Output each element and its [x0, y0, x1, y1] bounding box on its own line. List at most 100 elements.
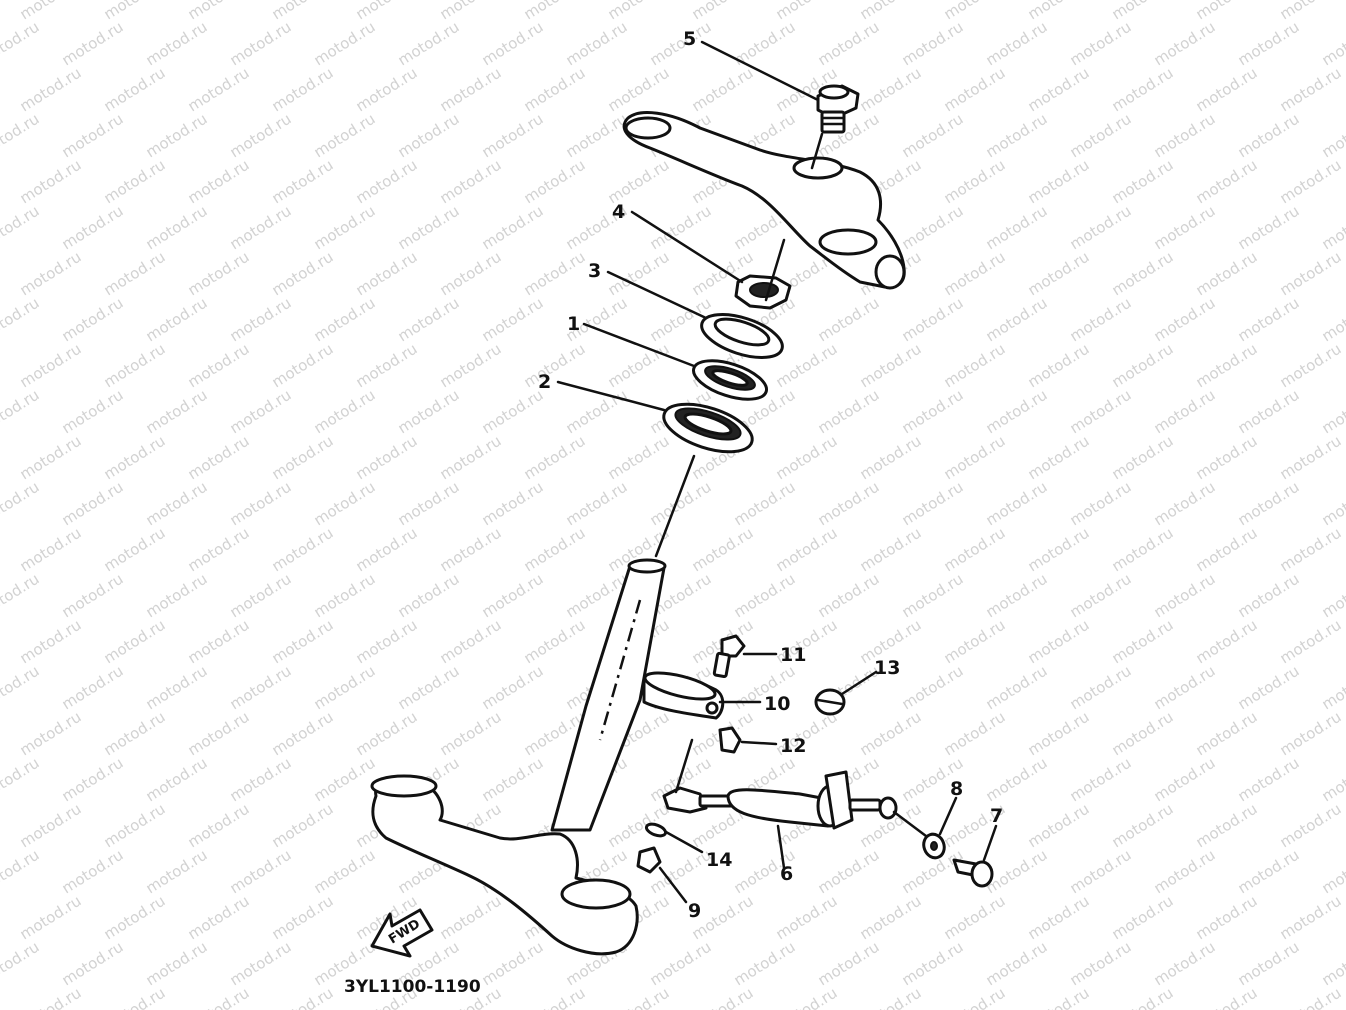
- watermark-text: motod.ru: [1151, 18, 1219, 70]
- watermark-text: motod.ru: [0, 754, 42, 806]
- watermark-text: motod.ru: [101, 0, 169, 23]
- watermark-text: motod.ru: [857, 64, 925, 116]
- watermark-text: motod.ru: [941, 248, 1009, 300]
- watermark-text: motod.ru: [1151, 294, 1219, 346]
- watermark-text: motod.ru: [479, 570, 547, 622]
- watermark-text: motod.ru: [479, 386, 547, 438]
- watermark-text: motod.ru: [1025, 984, 1093, 1010]
- watermark-text: motod.ru: [227, 202, 295, 254]
- watermark-text: motod.ru: [311, 110, 379, 162]
- forward-arrow-icon: FWD: [370, 908, 434, 958]
- watermark-text: motod.ru: [731, 938, 799, 990]
- diagram-code: 3YL1100-1190: [344, 977, 481, 997]
- watermark-text: motod.ru: [59, 846, 127, 898]
- watermark-text: motod.ru: [983, 662, 1051, 714]
- watermark-text: motod.ru: [269, 340, 337, 392]
- watermark-text: motod.ru: [1235, 754, 1303, 806]
- watermark-text: motod.ru: [941, 0, 1009, 23]
- watermark-text: motod.ru: [1319, 662, 1346, 714]
- watermark-text: motod.ru: [899, 110, 967, 162]
- watermark-text: motod.ru: [185, 64, 253, 116]
- watermark-text: motod.ru: [1067, 754, 1135, 806]
- bearing-cover: [700, 313, 784, 359]
- watermark-text: motod.ru: [59, 202, 127, 254]
- watermark-text: motod.ru: [395, 662, 463, 714]
- callout-10: 10: [764, 693, 790, 715]
- watermark-text: motod.ru: [437, 340, 505, 392]
- watermark-text: motod.ru: [731, 570, 799, 622]
- watermark-text: motod.ru: [899, 938, 967, 990]
- watermark-text: motod.ru: [185, 156, 253, 208]
- watermark-text: motod.ru: [0, 478, 42, 530]
- watermark-text: motod.ru: [227, 18, 295, 70]
- watermark-text: motod.ru: [899, 570, 967, 622]
- watermark-text: motod.ru: [479, 478, 547, 530]
- callout-2: 2: [538, 371, 551, 393]
- watermark-text: motod.ru: [983, 202, 1051, 254]
- watermark-text: motod.ru: [1235, 18, 1303, 70]
- watermark-text: motod.ru: [1277, 616, 1345, 668]
- watermark-text: motod.ru: [17, 800, 85, 852]
- watermark-text: motod.ru: [1319, 202, 1346, 254]
- watermark-text: motod.ru: [1319, 570, 1346, 622]
- watermark-text: motod.ru: [1277, 800, 1345, 852]
- callout-6: 6: [780, 863, 793, 885]
- watermark-text: motod.ru: [1025, 64, 1093, 116]
- watermark-text: motod.ru: [269, 616, 337, 668]
- watermark-text: motod.ru: [1235, 938, 1303, 990]
- watermark-text: motod.ru: [143, 938, 211, 990]
- watermark-text: motod.ru: [395, 18, 463, 70]
- watermark-text: motod.ru: [1277, 984, 1345, 1010]
- watermark-text: motod.ru: [311, 570, 379, 622]
- steering-damper: [662, 770, 898, 830]
- watermark-text: motod.ru: [1025, 432, 1093, 484]
- watermark-text: motod.ru: [1025, 708, 1093, 760]
- watermark-text: motod.ru: [0, 570, 42, 622]
- watermark-text: motod.ru: [899, 478, 967, 530]
- watermark-text: motod.ru: [1277, 524, 1345, 576]
- callout-5: 5: [683, 28, 696, 50]
- watermark-text: motod.ru: [1067, 294, 1135, 346]
- watermark-text: motod.ru: [353, 616, 421, 668]
- watermark-text: motod.ru: [1067, 662, 1135, 714]
- watermark-text: motod.ru: [983, 938, 1051, 990]
- watermark-text: motod.ru: [983, 570, 1051, 622]
- watermark-text: motod.ru: [143, 478, 211, 530]
- watermark-text: motod.ru: [269, 708, 337, 760]
- watermark-text: motod.ru: [1151, 846, 1219, 898]
- watermark-text: motod.ru: [479, 294, 547, 346]
- watermark-text: motod.ru: [437, 524, 505, 576]
- watermark-text: motod.ru: [857, 340, 925, 392]
- end-cap: [814, 688, 846, 716]
- watermark-text: motod.ru: [0, 294, 42, 346]
- watermark-text: motod.ru: [1193, 432, 1261, 484]
- watermark-text: motod.ru: [1151, 110, 1219, 162]
- watermark-text: motod.ru: [1235, 386, 1303, 438]
- watermark-text: motod.ru: [773, 432, 841, 484]
- lower-bearing: [662, 402, 754, 454]
- watermark-text: motod.ru: [185, 984, 253, 1010]
- watermark-text: motod.ru: [1025, 0, 1093, 23]
- watermark-text: motod.ru: [227, 938, 295, 990]
- watermark-text: motod.ru: [1193, 0, 1261, 23]
- watermark-text: motod.ru: [17, 0, 85, 23]
- watermark-text: motod.ru: [479, 202, 547, 254]
- watermark-text: motod.ru: [1109, 800, 1177, 852]
- watermark-text: motod.ru: [101, 340, 169, 392]
- watermark-text: motod.ru: [1067, 202, 1135, 254]
- watermark-text: motod.ru: [269, 64, 337, 116]
- watermark-text: motod.ru: [227, 478, 295, 530]
- watermark-text: motod.ru: [899, 662, 967, 714]
- watermark-text: motod.ru: [605, 0, 673, 23]
- watermark-text: motod.ru: [143, 662, 211, 714]
- watermark-text: motod.ru: [857, 984, 925, 1010]
- watermark-text: motod.ru: [941, 616, 1009, 668]
- watermark-text: motod.ru: [605, 156, 673, 208]
- watermark-text: motod.ru: [1025, 892, 1093, 944]
- watermark-text: motod.ru: [353, 340, 421, 392]
- watermark-text: motod.ru: [1109, 0, 1177, 23]
- watermark-text: motod.ru: [1235, 478, 1303, 530]
- watermark-text: motod.ru: [395, 478, 463, 530]
- watermark-text: motod.ru: [17, 708, 85, 760]
- upper-bearing: [692, 359, 768, 401]
